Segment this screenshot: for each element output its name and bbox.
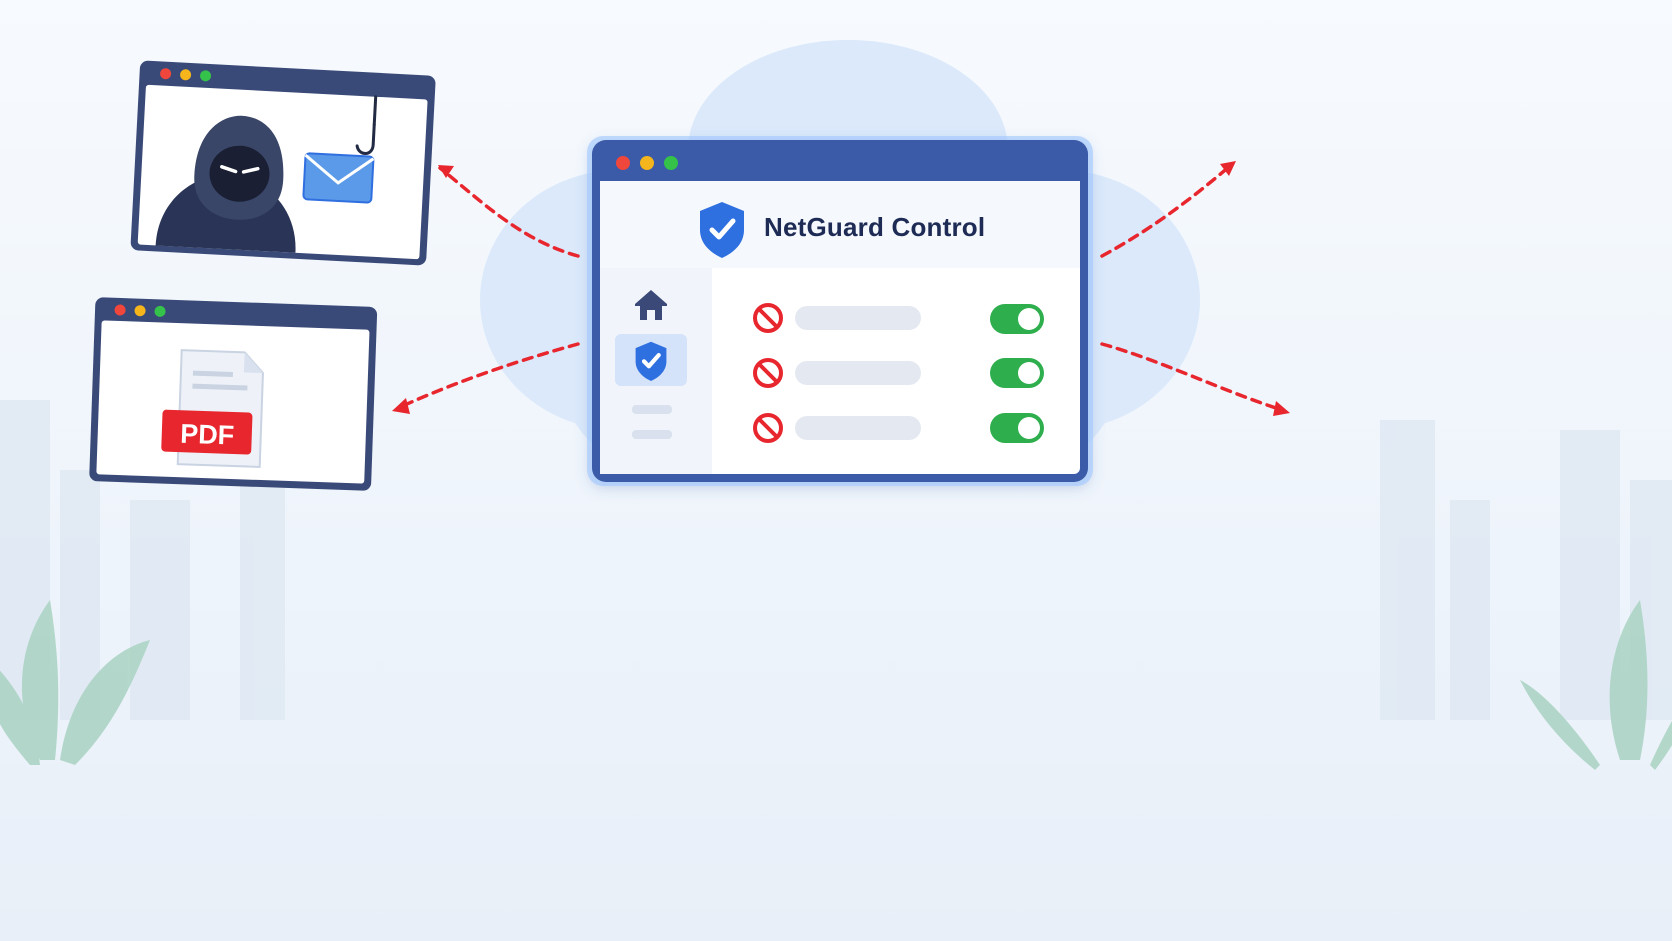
rule-label-placeholder: [795, 306, 921, 330]
netguard-shield-icon: [700, 202, 744, 258]
sidebar-item-placeholder[interactable]: [632, 405, 672, 414]
rule-label-placeholder: [795, 416, 921, 440]
blocked-site-pdf: [89, 297, 378, 491]
plant-right: [1520, 600, 1672, 770]
blocked-site-phishing: [130, 60, 436, 266]
window-maximize-dot[interactable]: [664, 156, 678, 170]
sidebar-shield-item[interactable]: [615, 334, 687, 386]
rule-label-placeholder: [795, 361, 921, 385]
blocked-connections: [396, 164, 1284, 412]
rule-row: [753, 358, 1044, 388]
pdf-label: PDF: [179, 418, 235, 451]
home-icon[interactable]: [635, 290, 667, 320]
rule-toggle[interactable]: [990, 413, 1044, 443]
rule-toggle[interactable]: [990, 358, 1044, 388]
window-minimize-dot[interactable]: [640, 156, 654, 170]
rule-row: [753, 303, 1044, 334]
plant-left: [0, 600, 150, 765]
sidebar-item-placeholder[interactable]: [632, 430, 672, 439]
dashboard-title: NetGuard Control: [764, 212, 986, 242]
hacker-icon: [155, 115, 296, 253]
arrow-heads: [392, 161, 1290, 416]
block-icon: [753, 358, 783, 388]
fishing-hook-icon: [355, 95, 378, 156]
rule-row: [753, 413, 1044, 443]
pdf-file-icon: [161, 349, 264, 469]
dashboard-window: [587, 136, 1093, 486]
shield-icon: [635, 341, 667, 381]
email-icon: [302, 152, 375, 204]
rule-toggle[interactable]: [990, 304, 1044, 334]
block-icon: [753, 413, 783, 443]
window-close-dot[interactable]: [616, 156, 630, 170]
block-icon: [753, 303, 783, 333]
